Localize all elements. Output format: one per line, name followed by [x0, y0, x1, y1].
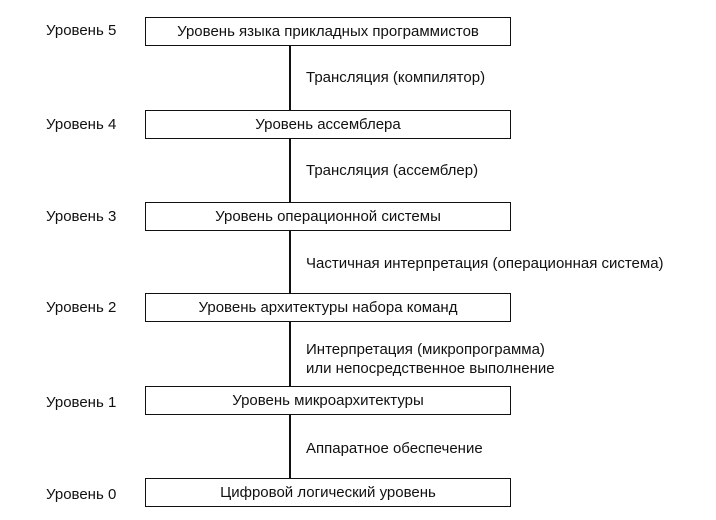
transition-3-2-line-1: Частичная интерпретация (операционная си…	[306, 255, 664, 272]
transition-2-1-line-1: Интерпретация (микропрограмма)	[306, 341, 545, 358]
level-2-box: Уровень архитектуры набора команд	[145, 293, 511, 322]
transition-4-3-line-1: Трансляция (ассемблер)	[306, 162, 479, 179]
level-5-box: Уровень языка прикладных программистов	[145, 17, 511, 46]
level-2-label: Уровень 2	[46, 299, 117, 316]
transition-4-3: Трансляция (ассемблер)	[306, 161, 478, 180]
level-5-label: Уровень 5	[46, 22, 117, 39]
transition-5-4-line-1: Трансляция (компилятор)	[306, 69, 486, 86]
connector-1-0	[289, 415, 291, 478]
transition-3-2: Частичная интерпретация (операционная си…	[306, 254, 664, 273]
level-3-box: Уровень операционной системы	[145, 202, 511, 231]
connector-2-1	[289, 322, 291, 386]
transition-1-0: Аппаратное обеспечение	[306, 439, 483, 458]
level-4-box: Уровень ассемблера	[145, 110, 511, 139]
connector-3-2	[289, 231, 291, 293]
level-3-label: Уровень 3	[46, 208, 117, 225]
transition-2-1: Интерпретация (микропрограмма) или непос…	[306, 340, 555, 378]
transition-1-0-line-1: Аппаратное обеспечение	[306, 440, 483, 457]
level-0-label: Уровень 0	[46, 486, 117, 503]
level-1-label: Уровень 1	[46, 394, 117, 411]
connector-5-4	[289, 46, 291, 110]
transition-5-4: Трансляция (компилятор)	[306, 68, 485, 87]
level-1-box: Уровень микроархитектуры	[145, 386, 511, 415]
transition-2-1-line-2: или непосредственное выполнение	[306, 360, 555, 377]
connector-4-3	[289, 139, 291, 202]
level-0-box: Цифровой логический уровень	[145, 478, 511, 507]
level-4-label: Уровень 4	[46, 116, 117, 133]
